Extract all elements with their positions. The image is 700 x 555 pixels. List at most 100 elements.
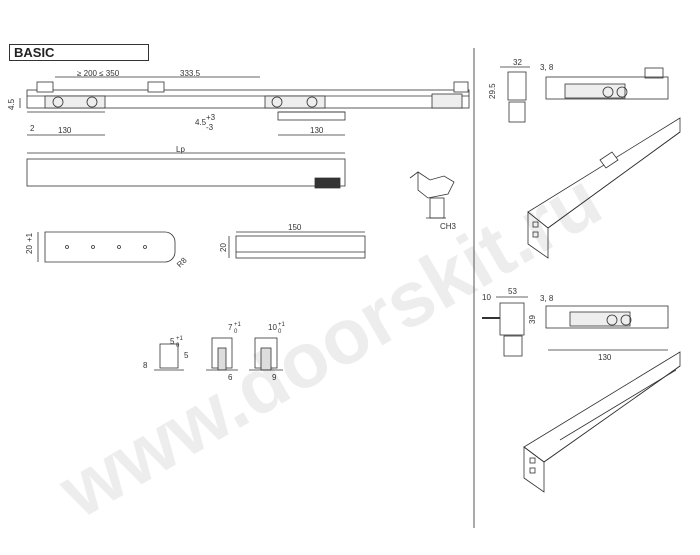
dim-2-label: 2 — [30, 124, 35, 133]
guide-dim-150: 150 — [288, 223, 302, 232]
ceiling-iso-rail — [527, 117, 681, 259]
dim-offset-label: 333.5 — [180, 69, 201, 78]
ceiling-rail-section — [508, 101, 526, 123]
plate-hole — [117, 245, 121, 249]
track-profile — [26, 158, 346, 187]
plate-outline — [44, 231, 176, 263]
rail-assembly — [19, 76, 470, 136]
profile-3-insert — [260, 347, 272, 371]
profile-2-tol: +1 — [234, 322, 242, 328]
mount-bracket-3 — [453, 81, 469, 93]
dim-tol-plus: +3 — [206, 113, 216, 122]
carriage-right — [264, 95, 326, 109]
carriage-wheel — [306, 96, 318, 108]
profile-2-top: 7 — [228, 323, 233, 332]
wall-carriage — [569, 311, 631, 327]
iso-end-hole — [532, 231, 539, 238]
profile-2-bottom: 6 — [228, 373, 233, 382]
wall-dim-10: 10 — [482, 293, 491, 302]
wall-iso-rail-top — [523, 351, 681, 463]
ceiling-wheel — [616, 86, 628, 98]
profile-3-top: 10 — [268, 323, 277, 332]
wall-wheel — [606, 314, 618, 326]
profile-3-tol: +1 — [278, 322, 286, 328]
profile-1-tol-b: 0 — [176, 343, 180, 349]
wall-dim-53: 53 — [508, 287, 517, 296]
ceiling-dim-32: 32 — [513, 58, 522, 67]
key-label: CH3 — [440, 222, 457, 231]
carriage-wheel — [271, 96, 283, 108]
ceiling-bracket-front — [507, 71, 527, 101]
wall-iso-end-hole — [529, 467, 536, 474]
plate-hole — [91, 245, 95, 249]
wall-dim-130: 130 — [598, 353, 612, 362]
plate-radius: R8 — [175, 255, 189, 269]
carriage-wheel — [86, 96, 98, 108]
profile-3-bottom: 9 — [272, 373, 277, 382]
panel-clip-right — [277, 111, 346, 121]
drawing-title: BASIC — [14, 45, 55, 60]
wall-bracket-front — [499, 302, 525, 336]
track-section — [26, 152, 346, 189]
profile-1 — [159, 343, 179, 369]
iso-rail-end — [527, 211, 549, 259]
mounting-plate — [37, 231, 176, 263]
guide-outline — [235, 235, 366, 259]
guide-bar — [228, 231, 366, 259]
plate-dim-tol: +1 — [25, 232, 34, 242]
mount-bracket-1 — [36, 81, 54, 93]
carriage-wheel — [52, 96, 64, 108]
profile-3-tol-b: 0 — [278, 329, 282, 335]
ceiling-rail-side — [545, 76, 669, 100]
profile-1-small: 5 — [184, 351, 189, 360]
ceiling-mount-detail — [500, 66, 669, 123]
dim-tol-value: 4.5 — [195, 118, 207, 127]
iso-bracket — [599, 151, 619, 169]
wall-dim-3-8: 3, 8 — [540, 294, 554, 303]
dim-tol-minus: -3 — [206, 123, 214, 132]
ceiling-clip — [644, 67, 664, 79]
wall-iso-rail-edge — [543, 365, 681, 463]
title-box: BASIC — [9, 44, 149, 61]
profile-set — [154, 337, 283, 371]
key-part — [409, 171, 455, 199]
iso-end-hole — [532, 221, 539, 228]
lp-label: Lp — [176, 145, 185, 154]
profile-2-insert — [217, 347, 227, 371]
wall-iso-groove — [559, 369, 677, 441]
ceiling-carriage — [564, 83, 626, 99]
guide-dim-20: 20 — [219, 243, 228, 252]
profile-2-tol-b: 0 — [234, 329, 238, 335]
wall-wheel — [620, 314, 632, 326]
dim-height-left-label: 4.5 — [7, 98, 16, 110]
track-end-detail — [314, 177, 341, 189]
ceiling-dim-29-5: 29.5 — [488, 83, 497, 99]
key-detail — [409, 171, 455, 219]
profile-1-top: 5 — [170, 337, 175, 346]
plate-hole — [143, 245, 147, 249]
end-stop — [431, 93, 463, 109]
dim-spacing-label: ≥ 200 ≤ 350 — [77, 69, 120, 78]
profile-1-tol: +1 — [176, 336, 184, 342]
plate-dim-20: 20 — [25, 245, 34, 254]
wall-iso-rail-end — [523, 446, 545, 493]
wall-mount-detail — [482, 296, 669, 357]
wall-iso-rail — [523, 351, 681, 493]
carriage-left — [44, 95, 106, 109]
plate-hole — [65, 245, 69, 249]
rail-profile — [26, 89, 470, 109]
ceiling-dim-3-8: 3, 8 — [540, 63, 554, 72]
profile-1-side: 8 — [143, 361, 148, 370]
key-bolt — [429, 197, 445, 219]
wall-rail-side — [545, 305, 669, 329]
dim-130b-label: 130 — [310, 126, 324, 135]
wall-iso-end-hole — [529, 457, 536, 464]
iso-rail-edge — [547, 131, 681, 229]
dim-130a-label: 130 — [58, 126, 72, 135]
ceiling-wheel — [602, 86, 614, 98]
wall-dim-39: 39 — [528, 315, 537, 324]
wall-rail-section — [503, 335, 523, 357]
mount-bracket-2 — [147, 81, 165, 93]
